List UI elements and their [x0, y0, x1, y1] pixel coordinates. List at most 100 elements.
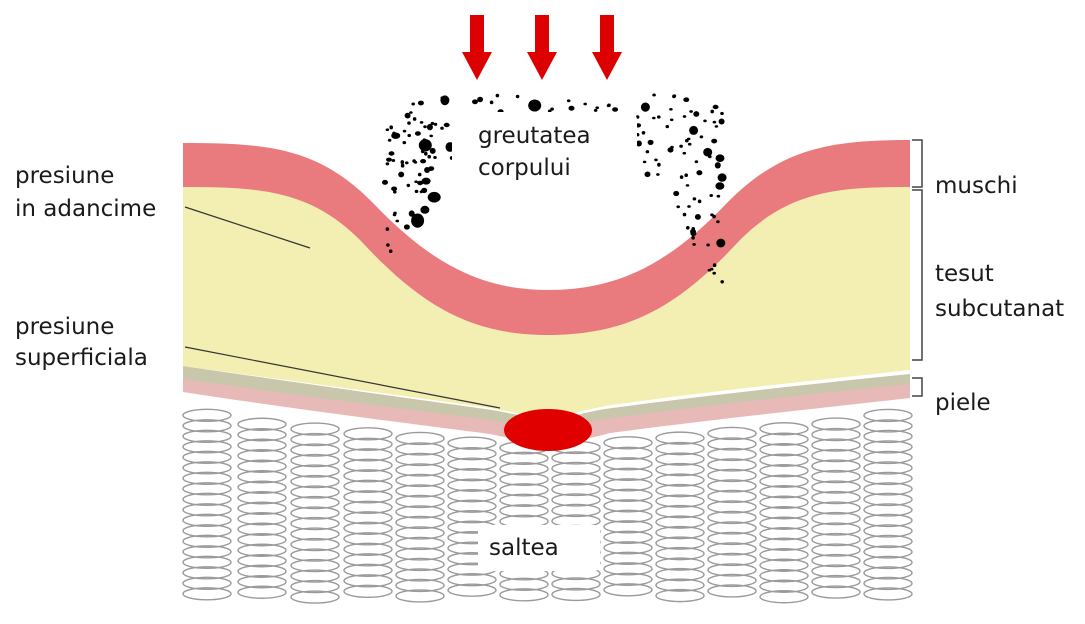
weight-particle	[657, 163, 661, 167]
pressure-arrows	[462, 15, 622, 80]
arrow-down-icon	[592, 15, 622, 80]
spring-coil	[864, 409, 912, 600]
spring-coil	[604, 437, 652, 596]
weight-particle	[412, 216, 418, 222]
spring-coil	[760, 423, 808, 603]
weight-particle	[392, 159, 396, 162]
weight-particle	[689, 110, 693, 113]
weight-particle	[386, 243, 390, 247]
weight-particle	[423, 179, 427, 182]
layer-brackets	[912, 140, 922, 396]
pressure-spot	[504, 409, 592, 451]
weight-particle	[382, 180, 388, 185]
weight-particle	[641, 103, 650, 112]
weight-particle	[423, 125, 427, 128]
weight-particle	[720, 280, 724, 283]
weight-particle	[531, 104, 540, 112]
weight-particle	[393, 214, 397, 217]
arrow-down-icon	[462, 15, 492, 80]
muscle-bracket	[912, 140, 922, 187]
weight-particle	[418, 101, 424, 106]
weight-particle	[418, 173, 422, 177]
weight-particle	[431, 122, 435, 125]
weight-particle	[700, 135, 704, 138]
weight-particle	[477, 97, 483, 102]
weight-particle	[716, 154, 725, 162]
weight-particle	[680, 175, 684, 179]
weight-particle	[652, 94, 656, 97]
weight-particle	[720, 112, 724, 115]
weight-particle	[646, 150, 650, 153]
weight-particle	[407, 121, 411, 124]
spring-coil	[291, 423, 339, 603]
weight-particle	[656, 173, 660, 176]
weight-particle	[643, 161, 647, 164]
weight-particle	[691, 236, 695, 240]
spring-coil	[656, 432, 704, 602]
weight-particle	[686, 184, 690, 187]
weight-particle	[420, 121, 424, 124]
weight-particle	[685, 139, 689, 142]
weight-particle	[711, 139, 717, 144]
weight-particle	[433, 156, 437, 159]
weight-particle	[409, 111, 413, 114]
weight-particle	[698, 200, 702, 204]
weight-particle	[472, 99, 478, 104]
weight-particle	[386, 227, 390, 231]
weight-particle	[715, 162, 721, 168]
weight-particle	[404, 224, 410, 229]
weight-particle	[687, 205, 691, 208]
weight-particle	[569, 106, 575, 111]
weight-particle	[396, 220, 400, 223]
weight-particle	[708, 269, 712, 272]
weight-particle	[428, 166, 434, 171]
subcutaneous-label-line1: tesut	[935, 261, 994, 287]
weight-particle	[420, 159, 426, 163]
muscle-label: muschi	[935, 173, 1018, 199]
weight-particle	[652, 117, 656, 120]
weight-particle	[679, 145, 683, 148]
weight-particle	[417, 181, 423, 185]
weight-particle	[567, 99, 571, 102]
weight-particle	[583, 103, 587, 106]
surface-pressure-label-line1: presiune	[15, 314, 114, 340]
weight-particle	[695, 214, 701, 220]
weight-particle	[684, 173, 688, 177]
spring-coil	[500, 442, 548, 601]
weight-particle	[673, 191, 679, 196]
weight-particle	[676, 205, 680, 208]
spring-coil	[396, 432, 444, 601]
weight-particle	[424, 152, 428, 156]
weight-particle	[654, 159, 658, 162]
weight-particle	[672, 95, 676, 99]
deep-pressure-label-line1: presiune	[15, 163, 114, 189]
weight-particle	[386, 162, 390, 165]
weight-particle	[412, 159, 416, 162]
spring-coil	[708, 427, 756, 597]
weight-particle	[695, 160, 699, 163]
weight-particle	[415, 190, 419, 193]
weight-particle	[415, 131, 421, 136]
weight-particle	[657, 115, 661, 118]
weight-particle	[642, 131, 646, 135]
weight-particle	[386, 158, 392, 162]
weight-particle	[403, 141, 407, 144]
weight-particle	[716, 239, 725, 248]
weight-particle	[391, 133, 400, 139]
skin-bracket	[912, 378, 922, 396]
spring-coil	[448, 437, 496, 596]
weight-particle	[411, 103, 415, 106]
weight-particle	[669, 108, 673, 111]
weight-particle	[648, 140, 654, 145]
weight-particle	[703, 120, 707, 123]
weight-particle	[686, 226, 690, 230]
weight-particle	[594, 109, 598, 112]
weight-particle	[690, 232, 696, 237]
weight-particle	[388, 139, 392, 142]
weight-particle	[421, 188, 427, 193]
weight-particle	[683, 152, 687, 155]
spring-coil	[183, 409, 231, 600]
surface-pressure-label-line2: superficiala	[15, 345, 148, 371]
weight-particle	[683, 97, 689, 102]
